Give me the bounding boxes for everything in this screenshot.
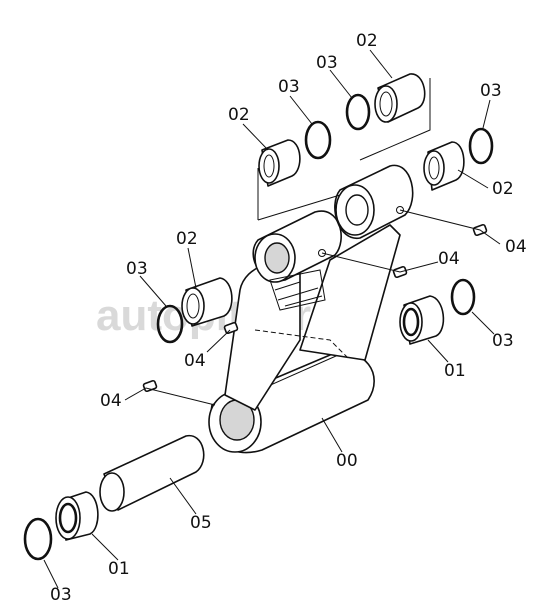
seal-ring-03-a (304, 120, 332, 160)
callout-label: 03 (316, 53, 338, 73)
callout-label: 02 (176, 229, 198, 249)
seal-ring-03-f (23, 517, 53, 561)
leader-lines (43, 49, 501, 589)
bushing-02-right (423, 141, 465, 191)
collar-01-right (399, 295, 445, 345)
bushing-02-left (181, 277, 233, 327)
callout-label: 03 (50, 585, 72, 605)
seal-ring-03-e (450, 278, 476, 316)
callout-label: 04 (438, 249, 460, 269)
callout-label: 04 (505, 237, 527, 257)
pin-05 (99, 435, 205, 512)
callout-label: 03 (480, 81, 502, 101)
callout-label: 02 (228, 105, 250, 125)
callout-label: 05 (190, 513, 212, 533)
callout-label: 03 (492, 331, 514, 351)
callout-label: 00 (336, 451, 358, 471)
bushing-02-top (374, 73, 426, 123)
seal-ring-03-b (345, 93, 371, 131)
callout-labels: 02 03 03 02 03 02 04 02 04 03 04 03 01 0… (50, 31, 527, 605)
link-body-00 (208, 164, 414, 454)
callout-label: 03 (126, 259, 148, 279)
callout-label: 03 (278, 77, 300, 97)
bracket-left (257, 168, 341, 221)
callout-label: 04 (184, 351, 206, 371)
callout-label: 02 (492, 179, 514, 199)
bracket-right (359, 78, 431, 161)
callout-label: 02 (356, 31, 378, 51)
grease-fitting-04-c (223, 321, 239, 335)
callout-label: 01 (444, 361, 466, 381)
seal-ring-03-d (156, 304, 184, 344)
bushing-02-upper-left (258, 139, 301, 187)
seal-ring-03-c (468, 127, 494, 165)
callout-label: 04 (100, 391, 122, 411)
callout-label: 01 (108, 559, 130, 579)
collar-01-left (55, 491, 99, 541)
